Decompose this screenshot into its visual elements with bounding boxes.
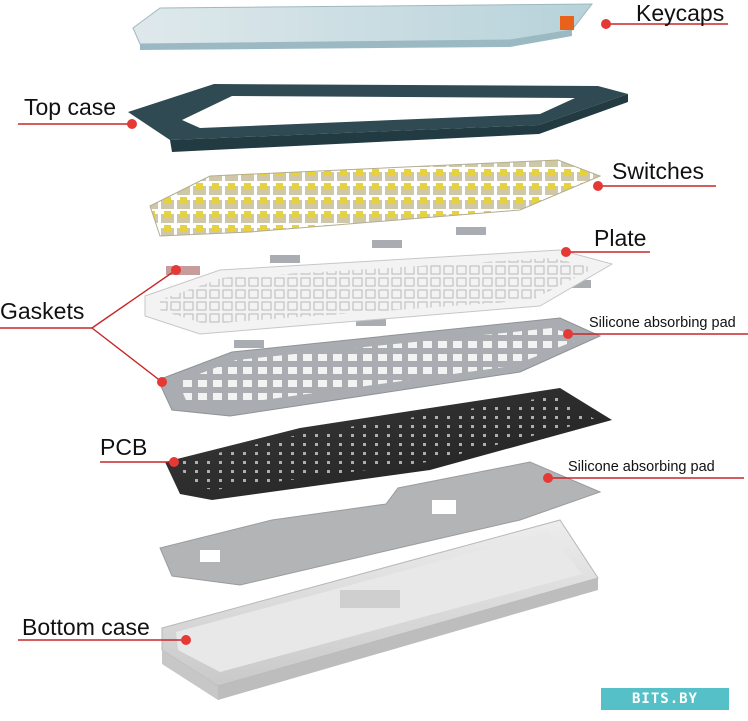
silicone-pad-1-layer	[157, 317, 602, 417]
marker-dots	[127, 19, 611, 645]
pcb-layer	[165, 388, 612, 500]
marker-gasket-lower	[157, 377, 167, 387]
label-bottom-case: Bottom case	[22, 614, 150, 640]
switches-layer	[149, 159, 602, 237]
label-pcb: PCB	[100, 434, 148, 460]
label-keycaps: Keycaps	[636, 0, 725, 26]
label-switches: Switches	[612, 158, 705, 184]
label-top-case: Top case	[24, 94, 117, 120]
label-silicone-pad-2: Silicone absorbing pad	[568, 459, 715, 475]
marker-keycaps	[601, 19, 611, 29]
marker-silicone-pad-1	[563, 329, 573, 339]
plate-layer	[144, 249, 614, 335]
marker-gasket-upper	[171, 265, 181, 275]
label-silicone-pad-1: Silicone absorbing pad	[589, 315, 736, 331]
watermark-logo: BITS.BY	[601, 688, 729, 710]
marker-bottom-case	[181, 635, 191, 645]
bottom-case-layer	[161, 519, 599, 700]
marker-top-case	[127, 119, 137, 129]
top-case-layer	[128, 84, 628, 152]
keycaps-layer	[132, 3, 594, 50]
silicone-pad-2-layer	[159, 461, 602, 586]
label-gaskets: Gaskets	[0, 298, 85, 324]
accent-keycap	[560, 16, 574, 30]
marker-silicone-pad-2	[543, 473, 553, 483]
marker-pcb	[169, 457, 179, 467]
label-plate: Plate	[594, 225, 647, 251]
marker-switches	[593, 181, 603, 191]
marker-plate	[561, 247, 571, 257]
leader-lines	[0, 23, 748, 641]
